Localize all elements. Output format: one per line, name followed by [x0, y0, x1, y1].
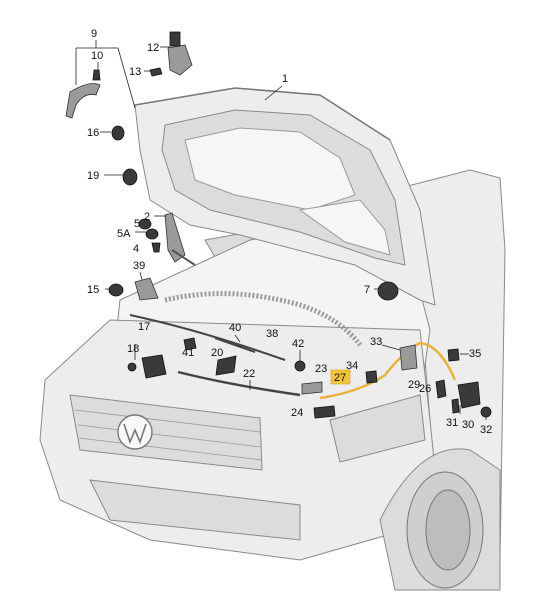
callout-34: 34: [346, 360, 358, 372]
callout-24: 24: [291, 407, 303, 419]
part-31: [451, 398, 460, 414]
callout-26: 26: [419, 383, 431, 395]
callout-40: 40: [229, 322, 241, 334]
buffer-19: [122, 168, 138, 186]
lock-18: [141, 354, 167, 379]
leader-lines: [75, 40, 487, 420]
callout-19: 19: [87, 170, 99, 182]
grommet-42: [294, 360, 306, 372]
callout-27-highlight: [330, 369, 351, 385]
prop-rod-bracket: [164, 212, 186, 263]
callouts: 1 2 4 5 5A 7 9 10 12 13 15 16 17 18 19 2…: [87, 28, 492, 436]
screw-4: [151, 242, 161, 253]
callout-27: 27: [334, 372, 346, 384]
callout-29: 29: [408, 379, 420, 391]
callout-22: 22: [243, 368, 255, 380]
bracket-29: [399, 344, 418, 371]
callout-17: 17: [138, 321, 150, 333]
buffer-16: [111, 125, 125, 141]
part-5a: [145, 228, 159, 240]
callout-35: 35: [469, 348, 481, 360]
clip-15: [108, 283, 124, 297]
callout-10: 10: [91, 50, 103, 62]
lever-26: [435, 379, 447, 399]
callout-38: 38: [266, 328, 278, 340]
seal-clip: [92, 69, 101, 81]
part-20: [215, 355, 237, 376]
seal-38: [164, 291, 363, 347]
callout-1: 1: [282, 73, 288, 85]
callout-23: 23: [315, 363, 327, 375]
rod-40: [214, 337, 256, 353]
clip-41: [183, 337, 197, 351]
callout-2: 2: [144, 211, 150, 223]
part-34: [365, 370, 378, 384]
bolt-13: [149, 67, 163, 77]
bonnet: [134, 87, 436, 306]
part-32: [480, 406, 492, 418]
part-23: [301, 381, 323, 395]
callout-33: 33: [370, 336, 382, 348]
connector-24: [313, 405, 336, 419]
callout-31: 31: [446, 417, 458, 429]
callout-4: 4: [133, 243, 139, 255]
callout-32: 32: [480, 424, 492, 436]
callout-5: 5: [134, 218, 140, 230]
callout-9: 9: [91, 28, 97, 40]
callout-16: 16: [87, 127, 99, 139]
part-5: [138, 218, 152, 230]
plug-7: [377, 281, 399, 301]
part-35: [447, 348, 460, 362]
handle-30: [457, 381, 481, 409]
bonnet-hinge: [167, 44, 193, 76]
callout-20: 20: [211, 347, 223, 359]
callout-15: 15: [87, 284, 99, 296]
callout-18: 18: [127, 343, 139, 355]
callout-13: 13: [129, 66, 141, 78]
parts: [65, 31, 492, 419]
cable-22: [177, 370, 301, 397]
bracket-39: [134, 277, 159, 301]
rod-17: [129, 314, 286, 361]
callout-42: 42: [292, 338, 304, 350]
callout-7: 7: [364, 284, 370, 296]
callout-30: 30: [462, 419, 474, 431]
callout-12: 12: [147, 42, 159, 54]
callout-39: 39: [133, 260, 145, 272]
callout-41: 41: [182, 347, 194, 359]
callout-5a: 5A: [117, 228, 131, 240]
hood-seal-strip: [65, 83, 101, 119]
